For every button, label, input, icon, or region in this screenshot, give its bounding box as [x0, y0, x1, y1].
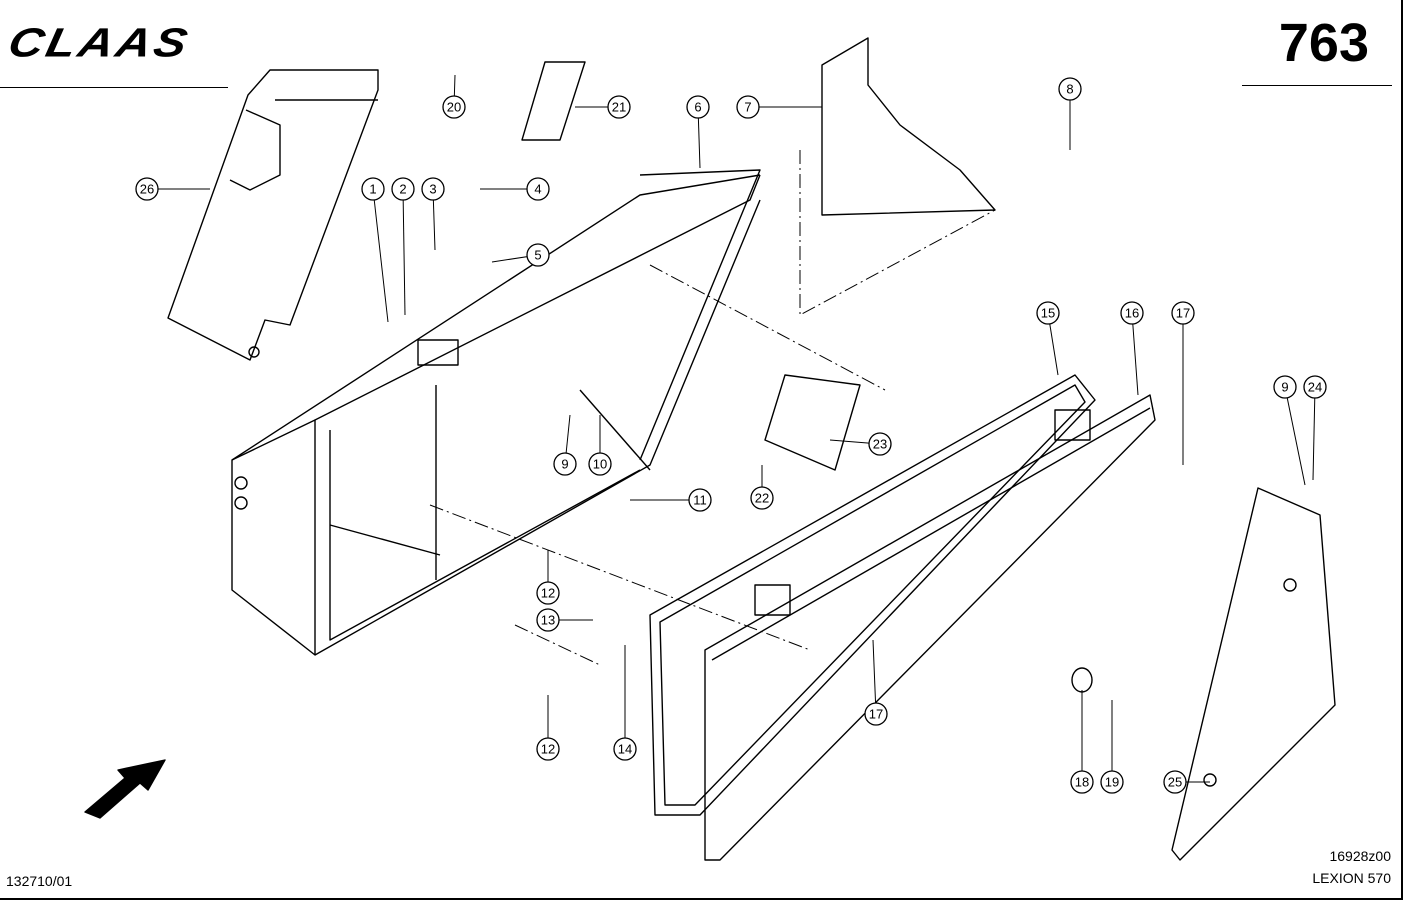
part-23-bracket	[764, 374, 861, 471]
callout-label: 12	[541, 586, 555, 601]
callout-label: 25	[1168, 775, 1182, 790]
page-number: 763	[1278, 13, 1369, 73]
callout-circle	[1171, 301, 1195, 325]
part-18-pad	[1071, 667, 1093, 693]
callout-circle	[613, 737, 637, 761]
callout-label: 14	[618, 742, 632, 757]
callout-label: 4	[534, 182, 541, 197]
callout-circle	[868, 432, 892, 456]
part-15-seal	[649, 374, 1096, 816]
header-rule-right	[1242, 85, 1392, 86]
callout-circle	[526, 243, 550, 267]
callout-label: 18	[1075, 775, 1089, 790]
drawing-code-left: 132710/01	[6, 873, 73, 889]
callout-circle	[536, 737, 560, 761]
callout-leader	[402, 188, 406, 316]
part-25-side-plate	[1171, 487, 1336, 861]
direction-arrow-icon	[84, 759, 166, 819]
callout-label: 24	[1308, 380, 1322, 395]
callout-leader	[1131, 312, 1139, 396]
callout-circle	[864, 702, 888, 726]
footer-codes-right: 16928z00 LEXION 570	[1312, 845, 1391, 889]
callout-circle	[607, 95, 631, 119]
callout-label: 11	[693, 493, 707, 508]
callout-leader	[1312, 386, 1316, 481]
callout-circle	[750, 486, 774, 510]
callout-label: 20	[447, 100, 461, 115]
callout-circle	[536, 581, 560, 605]
callout-circle	[442, 95, 466, 119]
callout-label: 2	[399, 182, 406, 197]
callout-circle	[1100, 770, 1124, 794]
callout-label: 15	[1041, 306, 1055, 321]
callout-circle	[1303, 375, 1327, 399]
callout-label: 13	[541, 613, 555, 628]
callout-label: 17	[869, 707, 883, 722]
callout-circle	[588, 452, 612, 476]
callout-circle	[688, 488, 712, 512]
callout-label: 22	[755, 491, 769, 506]
callout-label: 1	[369, 182, 376, 197]
callout-label: 12	[541, 742, 555, 757]
callout-label: 3	[429, 182, 436, 197]
callout-label: 7	[744, 100, 751, 115]
callout-circle	[1058, 77, 1082, 101]
callout-circle	[736, 95, 760, 119]
callout-label: 26	[140, 182, 154, 197]
part-26-side-plate	[167, 69, 379, 361]
callout-leader	[372, 188, 389, 323]
callout-circle	[553, 452, 577, 476]
callout-label: 10	[593, 457, 607, 472]
callout-circle	[686, 95, 710, 119]
model-name: LEXION 570	[1312, 870, 1391, 886]
drawing-code: 16928z00	[1329, 848, 1391, 864]
callout-label: 19	[1105, 775, 1119, 790]
part-7-cover-plate	[821, 37, 996, 216]
callout-circle	[1163, 770, 1187, 794]
callout-label: 21	[612, 100, 626, 115]
callout-label: 16	[1125, 306, 1139, 321]
callout-circle	[526, 177, 550, 201]
callout-leader	[1284, 386, 1306, 486]
part-21-bracket	[521, 61, 586, 141]
callout-label: 9	[1281, 380, 1288, 395]
callout-label: 23	[873, 437, 887, 452]
callout-circle	[391, 177, 415, 201]
callout-leader	[872, 639, 877, 715]
callout-label: 8	[1066, 82, 1073, 97]
callout-circle	[1070, 770, 1094, 794]
callout-circle	[421, 177, 445, 201]
header-rule-left	[0, 87, 228, 88]
callout-circle	[361, 177, 385, 201]
callout-label: 6	[694, 100, 701, 115]
callout-circle	[536, 608, 560, 632]
callout-label: 17	[1176, 306, 1190, 321]
main-frame-assembly	[231, 169, 761, 656]
callout-circle	[1273, 375, 1297, 399]
part-16-door	[704, 394, 1156, 861]
callout-label: 5	[534, 248, 541, 263]
callout-circle	[1036, 301, 1060, 325]
callout-label: 9	[561, 457, 568, 472]
callout-circle	[1120, 301, 1144, 325]
callout-circle	[135, 177, 159, 201]
